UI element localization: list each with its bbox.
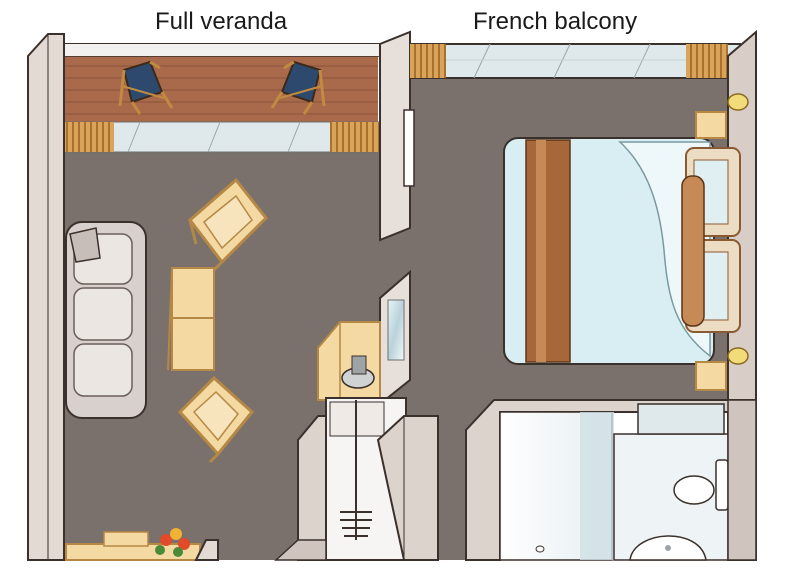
left-wall bbox=[27, 33, 65, 561]
lamp-top bbox=[727, 93, 749, 111]
armchair-top bbox=[187, 177, 269, 272]
french-balcony-window bbox=[409, 43, 741, 79]
clothes-hangers bbox=[340, 511, 372, 537]
armchair-bottom bbox=[177, 375, 255, 464]
wardrobe-wall-right bbox=[376, 415, 439, 561]
nightstand-top bbox=[695, 111, 727, 139]
bathroom-wall bbox=[465, 399, 757, 561]
sink bbox=[629, 535, 707, 561]
pillows bbox=[681, 147, 741, 333]
center-divider-wall bbox=[379, 30, 415, 242]
shower bbox=[499, 411, 614, 561]
bathroom-right-wall bbox=[727, 399, 757, 561]
sofa bbox=[65, 221, 147, 419]
full-veranda-label: Full veranda bbox=[155, 8, 288, 35]
veranda-deck bbox=[64, 43, 380, 124]
french-balcony-label: French balcony bbox=[473, 8, 638, 35]
ice-bucket bbox=[341, 355, 375, 389]
toilet bbox=[673, 459, 729, 511]
veranda-doors-curtain bbox=[63, 121, 381, 153]
nightstand-bottom bbox=[695, 361, 727, 391]
coffee-tables bbox=[167, 267, 215, 371]
entry-wall-left bbox=[194, 539, 219, 561]
veranda-chair-left bbox=[118, 60, 174, 115]
flower-arrangement bbox=[155, 528, 190, 557]
entry-wall-center bbox=[274, 415, 327, 561]
veranda-chair-right bbox=[270, 60, 326, 115]
lamp-bottom bbox=[727, 347, 749, 365]
